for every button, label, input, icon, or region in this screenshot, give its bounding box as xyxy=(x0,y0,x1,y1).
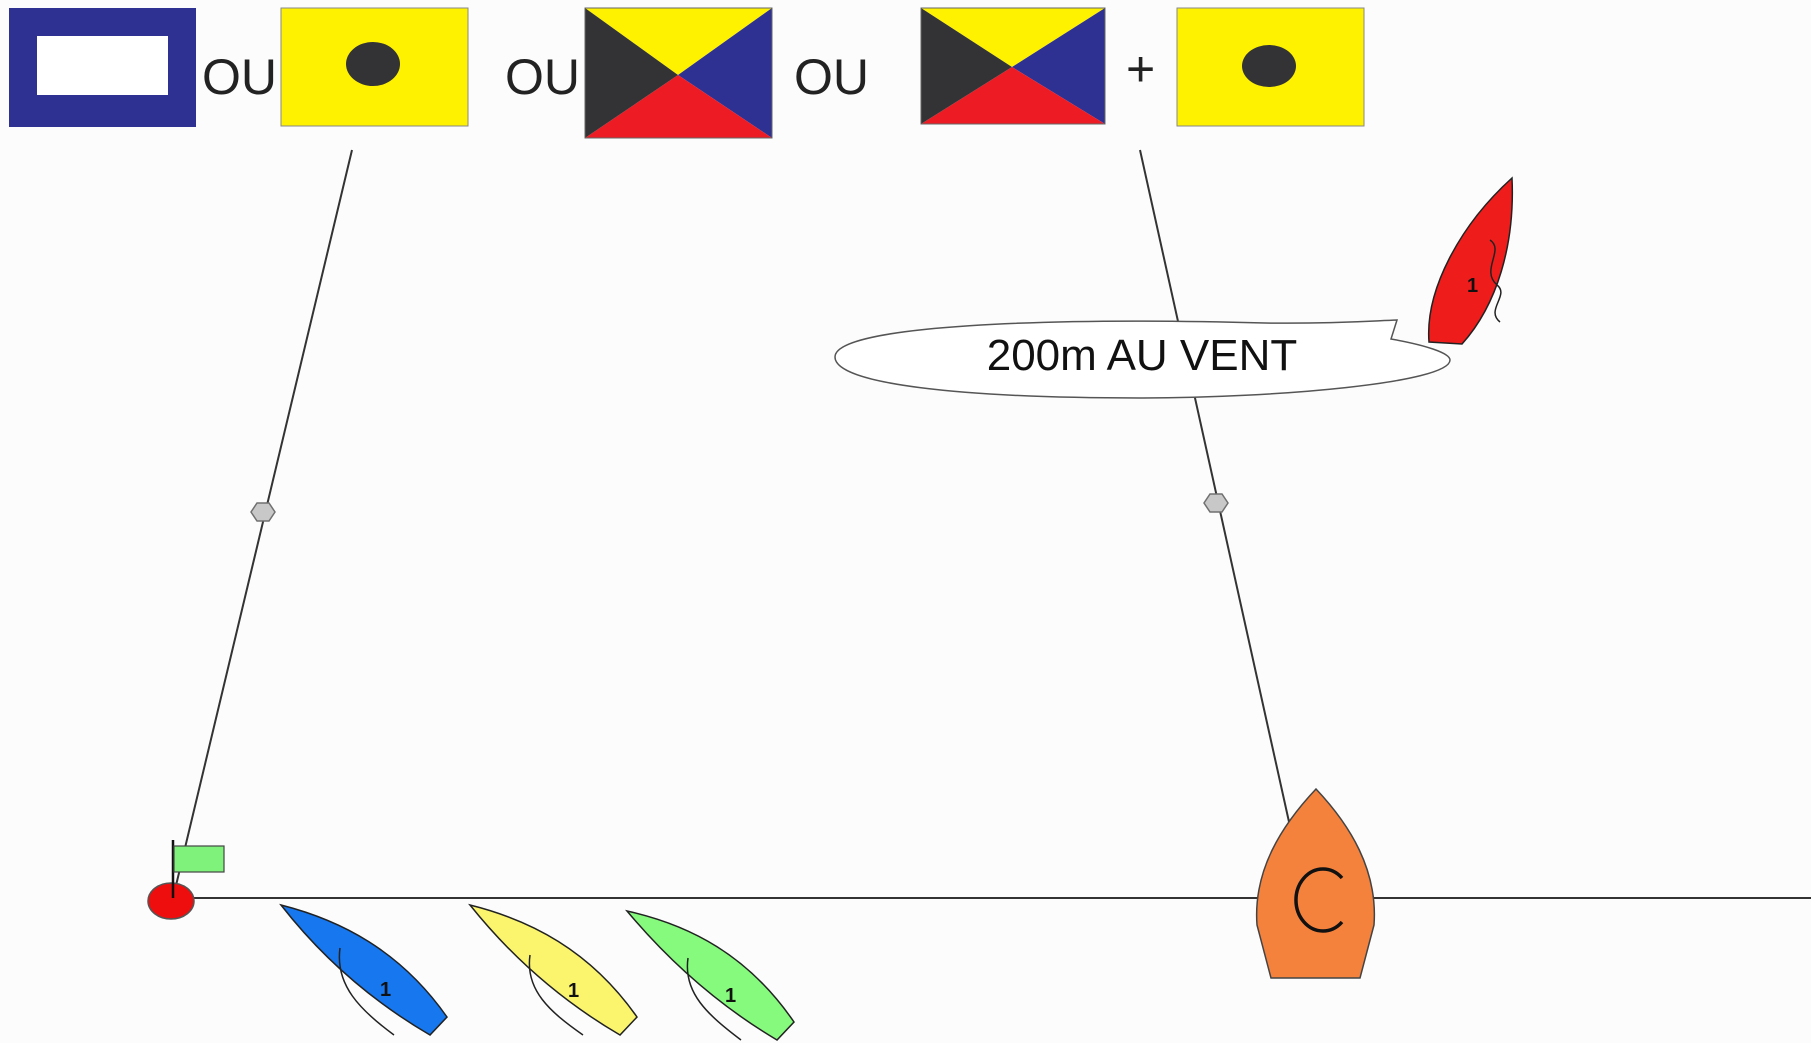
starboard-layline xyxy=(1139,149,1304,886)
blue-boat: 1 xyxy=(279,903,448,1036)
port-layline xyxy=(172,149,353,899)
bubble-text: 200m AU VENT xyxy=(987,331,1298,380)
pin-end-mark xyxy=(147,840,225,920)
speech-bubble: 200m AU VENT xyxy=(834,319,1451,399)
committee-boat: C xyxy=(1255,787,1376,979)
flag-p-icon xyxy=(9,8,196,127)
yellow-boat: 1 xyxy=(468,903,638,1036)
left-mark xyxy=(250,502,276,522)
right-mark xyxy=(1203,493,1229,513)
flag-i-icon xyxy=(1176,7,1365,127)
separator-ou-2: OU xyxy=(505,49,580,105)
flag-z-icon xyxy=(920,7,1106,125)
separator-plus: + xyxy=(1126,41,1155,97)
separator-ou-3: OU xyxy=(794,49,869,105)
yellow-boat-number: 1 xyxy=(568,980,579,1002)
red-boat-number: 1 xyxy=(1467,275,1478,297)
red-boat: 1 xyxy=(1427,176,1514,345)
flag-z-icon xyxy=(584,7,773,139)
blue-boat-number: 1 xyxy=(380,979,391,1001)
separator-ou-1: OU xyxy=(202,49,277,105)
green-boat: 1 xyxy=(625,909,795,1041)
flag-i-icon xyxy=(280,7,469,127)
green-boat-number: 1 xyxy=(725,985,736,1007)
